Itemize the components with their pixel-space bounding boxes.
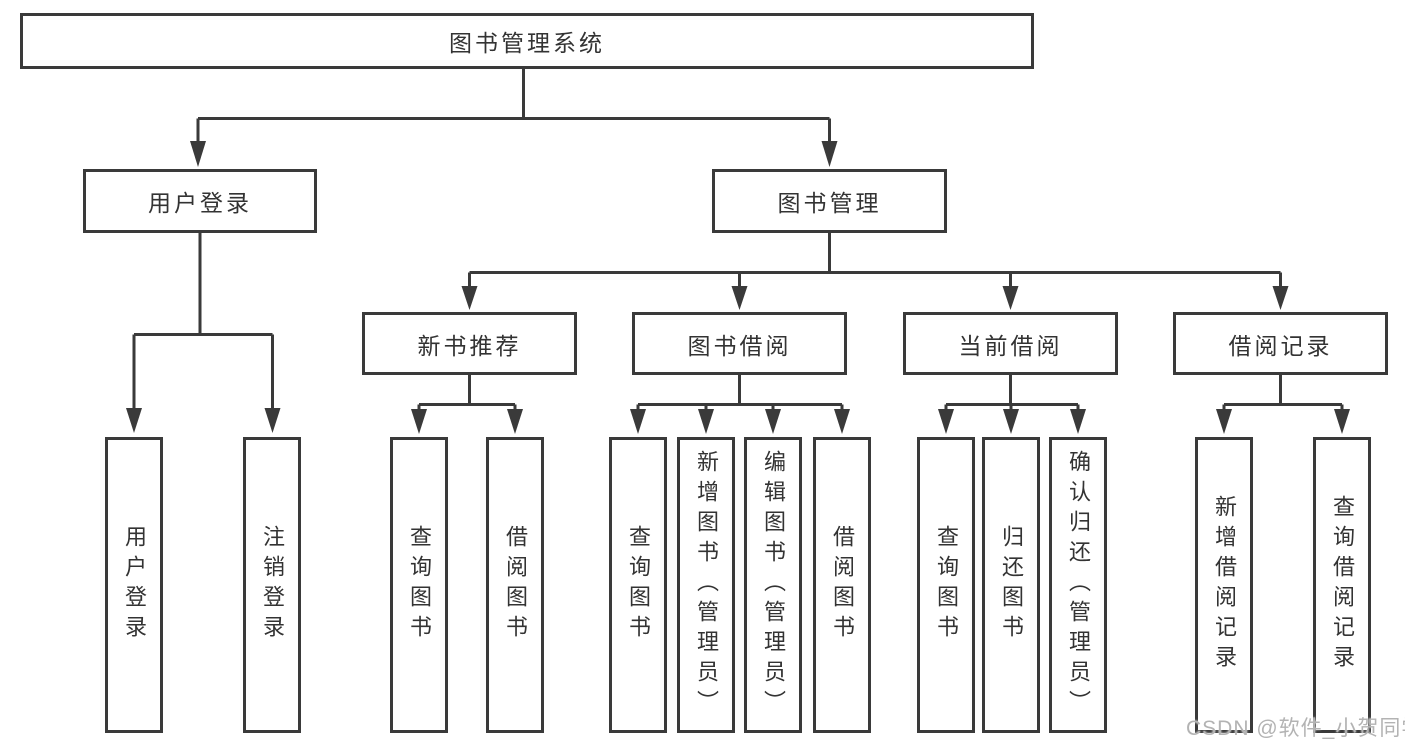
- connector-arrowhead: [264, 408, 281, 433]
- connector-arrowhead: [1003, 409, 1019, 434]
- connector-arrowhead: [461, 286, 478, 310]
- leaf-return-books: 归还图书: [982, 437, 1040, 733]
- leaf-query-books-current: 查询图书: [917, 437, 975, 733]
- connector-arrowhead: [821, 141, 838, 167]
- connector-line: [636, 375, 844, 410]
- connector-arrowhead: [765, 409, 781, 434]
- connector-line: [196, 69, 831, 142]
- connector-arrowhead: [507, 409, 523, 434]
- node-new-book-recommendation: 新书推荐: [362, 312, 577, 375]
- connector-line: [944, 375, 1080, 410]
- leaf-add-books-admin: 新增图书（管理员）: [677, 437, 735, 733]
- leaf-label: 确认归还（管理员）: [1066, 450, 1091, 720]
- connector-line: [132, 232, 274, 409]
- connector-book-borrowing-branch: [630, 375, 850, 434]
- leaf-add-borrow-record: 新增借阅记录: [1195, 437, 1253, 733]
- leaf-label: 用户登录: [122, 525, 147, 645]
- leaf-label: 借阅图书: [830, 525, 855, 645]
- leaf-logout: 注销登录: [243, 437, 301, 733]
- leaf-label: 查询图书: [626, 525, 651, 645]
- connector-book-management-branch: [461, 232, 1289, 310]
- leaf-user-login: 用户登录: [105, 437, 163, 733]
- connector-arrowhead: [1070, 409, 1086, 434]
- connector-arrowhead: [1272, 286, 1289, 310]
- leaf-label: 编辑图书（管理员）: [761, 450, 786, 720]
- connector-arrowhead: [1334, 409, 1350, 434]
- connector-arrowhead: [698, 409, 714, 434]
- connector-arrowhead: [1002, 286, 1019, 310]
- leaf-label: 查询借阅记录: [1330, 495, 1355, 675]
- node-user-login: 用户登录: [83, 169, 317, 233]
- leaf-query-books-borrowing: 查询图书: [609, 437, 667, 733]
- connector-line: [1222, 375, 1344, 410]
- leaf-edit-books-admin: 编辑图书（管理员）: [744, 437, 802, 733]
- leaf-label: 新增图书（管理员）: [694, 450, 719, 720]
- node-borrow-records: 借阅记录: [1173, 312, 1388, 375]
- leaf-label: 注销登录: [260, 525, 285, 645]
- csdn-watermark: CSDN @软件_小贺同学: [1186, 717, 1405, 740]
- leaf-query-borrow-record: 查询借阅记录: [1313, 437, 1371, 733]
- connector-line: [468, 232, 1282, 287]
- connector-user-login-branch: [126, 232, 281, 433]
- leaf-confirm-return-admin: 确认归还（管理员）: [1049, 437, 1107, 733]
- connector-arrowhead: [126, 408, 142, 433]
- leaf-label: 查询图书: [934, 525, 959, 645]
- connector-arrowhead: [834, 409, 850, 434]
- node-root: 图书管理系统: [20, 13, 1034, 69]
- connector-arrowhead: [1216, 409, 1232, 434]
- connector-arrowhead: [190, 141, 206, 167]
- leaf-label: 借阅图书: [503, 525, 528, 645]
- leaf-borrow-books: 借阅图书: [813, 437, 871, 733]
- connector-arrowhead: [938, 409, 954, 434]
- connector-arrowhead: [411, 409, 427, 434]
- connector-line: [417, 375, 517, 410]
- leaf-query-books-recommend: 查询图书: [390, 437, 448, 733]
- leaf-label: 归还图书: [999, 525, 1024, 645]
- node-book-borrowing: 图书借阅: [632, 312, 847, 375]
- leaf-label: 查询图书: [407, 525, 432, 645]
- connector-borrow-records-branch: [1216, 375, 1350, 434]
- node-current-borrowing: 当前借阅: [903, 312, 1118, 375]
- node-book-management: 图书管理: [712, 169, 947, 233]
- connector-new-books-branch: [411, 375, 523, 434]
- connector-root-to-level1: [190, 69, 838, 167]
- connector-arrowhead: [731, 286, 748, 310]
- connector-current-borrowing-branch: [938, 375, 1086, 434]
- leaf-borrow-books-recommend: 借阅图书: [486, 437, 544, 733]
- connector-arrowhead: [630, 409, 646, 434]
- leaf-label: 新增借阅记录: [1212, 495, 1237, 675]
